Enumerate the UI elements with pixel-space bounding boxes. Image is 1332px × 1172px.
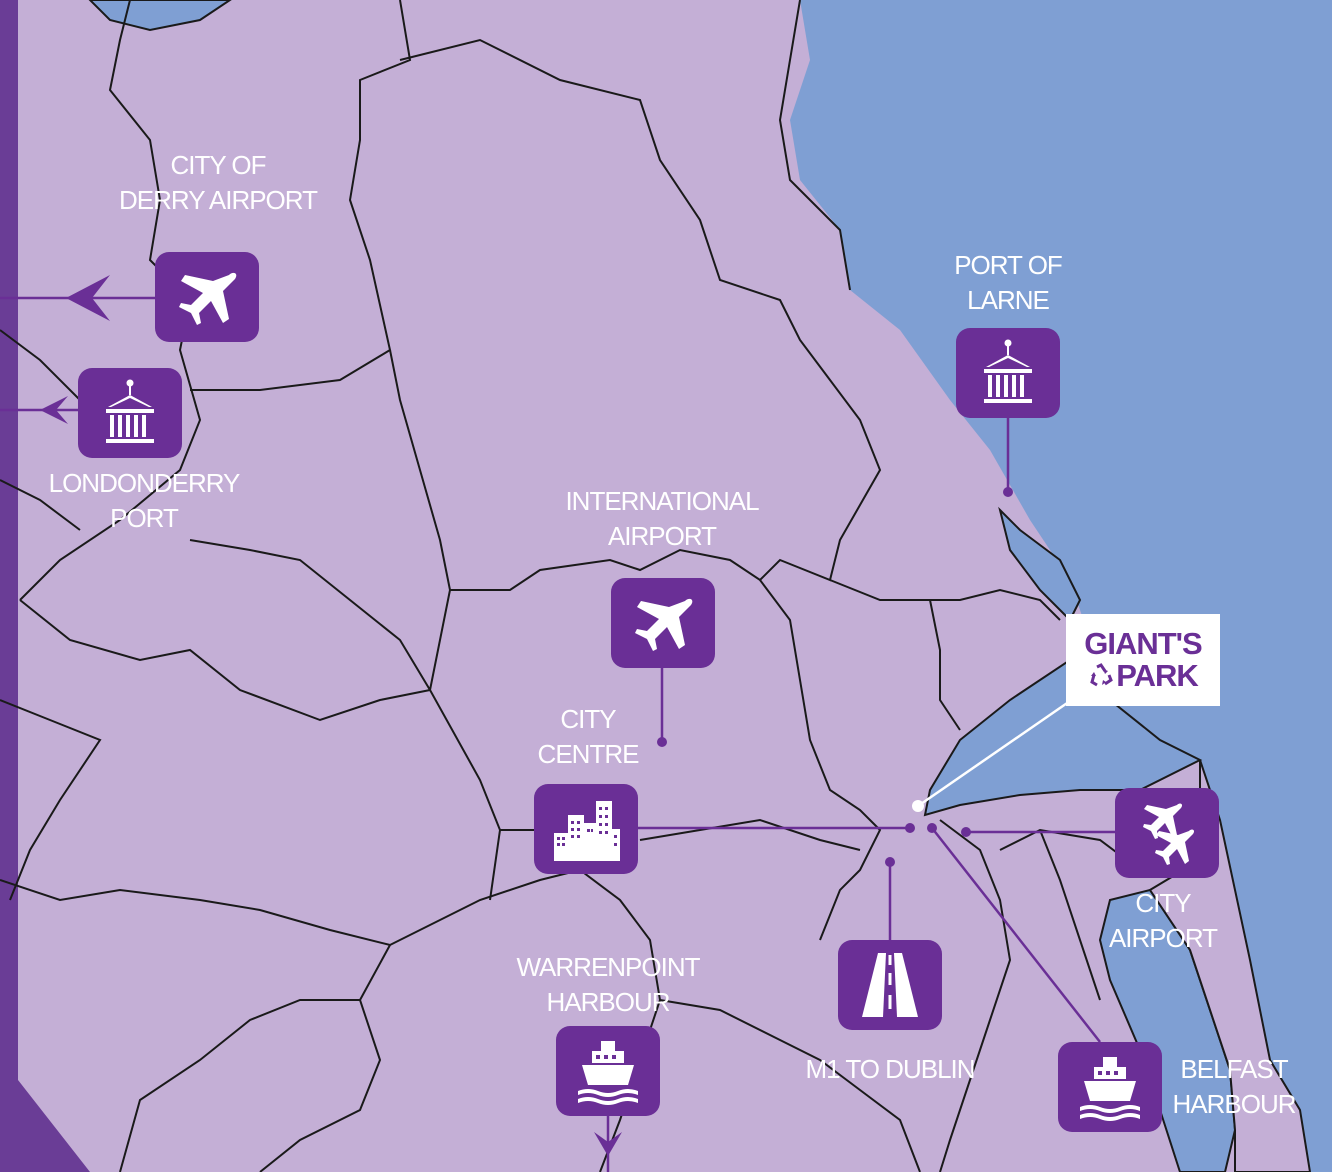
recycle-icon [1090, 663, 1114, 687]
international-airport-label: INTERNATIONAL AIRPORT [542, 484, 782, 554]
label-line: WARRENPOINT [516, 952, 700, 982]
larne-lough [998, 506, 1082, 622]
label-line: BELFAST [1180, 1054, 1288, 1084]
label-line: HARBOUR [546, 987, 670, 1017]
city-centre-marker[interactable] [534, 784, 638, 874]
label-line: AIRPORT [607, 521, 717, 551]
left-border-strip [0, 0, 90, 1172]
label-line: PORT [110, 503, 179, 533]
warrenpoint-harbour-marker[interactable] [556, 1026, 660, 1116]
city-airport-label: CITY AIRPORT [1088, 886, 1238, 956]
motorway-icon [862, 953, 918, 1017]
m1-to-dublin-marker[interactable] [838, 940, 942, 1030]
ards-peninsula [1148, 759, 1312, 1172]
label-line: HARBOUR [1172, 1089, 1296, 1119]
city-buildings-icon [554, 801, 620, 861]
city-airport-marker[interactable] [1115, 788, 1219, 878]
port-of-larne-label: PORT OF LARNE [908, 248, 1108, 318]
label-line: AIRPORT [1108, 923, 1218, 953]
ship-icon [1080, 1057, 1140, 1121]
sea-east [790, 0, 1332, 1172]
ship-icon [578, 1041, 638, 1105]
airplanes-icon [1143, 803, 1195, 865]
city-centre-label: CITY CENTRE [508, 702, 668, 772]
giants-park-logo-row: PARK [1088, 658, 1199, 693]
sea-northwest [88, 0, 232, 32]
label-line: LARNE [967, 285, 1050, 315]
label-line: DERRY AIRPORT [119, 185, 318, 215]
chevron-down-icon [594, 1132, 622, 1156]
belfast-harbour-label: BELFAST HARBOUR [1160, 1052, 1308, 1122]
chevron-left-icon [66, 275, 110, 321]
label-line: LONDONDERRY [48, 468, 241, 498]
derry-airport-marker[interactable] [155, 252, 259, 342]
giants-park-logo-line2: PARK [1116, 658, 1199, 693]
port-of-larne-marker[interactable] [956, 328, 1060, 418]
warrenpoint-harbour-label: WARRENPOINT HARBOUR [498, 950, 718, 1020]
label-line: PORT OF [954, 250, 1063, 280]
airplane-icon [635, 598, 693, 651]
label-line: CENTRE [537, 739, 640, 769]
label-line: M1 TO DUBLIN [805, 1054, 975, 1084]
m1-to-dublin-label: M1 TO DUBLIN [790, 1052, 990, 1087]
label-line: CITY [1135, 888, 1191, 918]
chevron-left-icon [40, 396, 68, 424]
shipping-container-icon [984, 339, 1032, 403]
international-airport-marker[interactable] [611, 578, 715, 668]
londonderry-port-marker[interactable] [78, 368, 182, 458]
derry-airport-label: CITY OF DERRY AIRPORT [108, 148, 328, 218]
giants-park-pointer-line [917, 688, 1087, 808]
belfast-lough [923, 658, 1203, 817]
label-line: CITY OF [170, 150, 266, 180]
route-dots [657, 487, 1013, 867]
airplane-icon [179, 272, 237, 325]
shipping-container-icon [106, 379, 154, 443]
giants-park-logo-line1: GIANT'S [1084, 626, 1202, 661]
londonderry-port-label: LONDONDERRY PORT [34, 466, 254, 536]
county-borders [0, 0, 1141, 1172]
label-line: CITY [560, 704, 616, 734]
giants-park-logo[interactable]: GIANT'S PARK [1066, 614, 1220, 706]
belfast-harbour-marker[interactable] [1058, 1042, 1162, 1132]
giants-park-location-dot [912, 800, 924, 812]
label-line: INTERNATIONAL [565, 486, 759, 516]
